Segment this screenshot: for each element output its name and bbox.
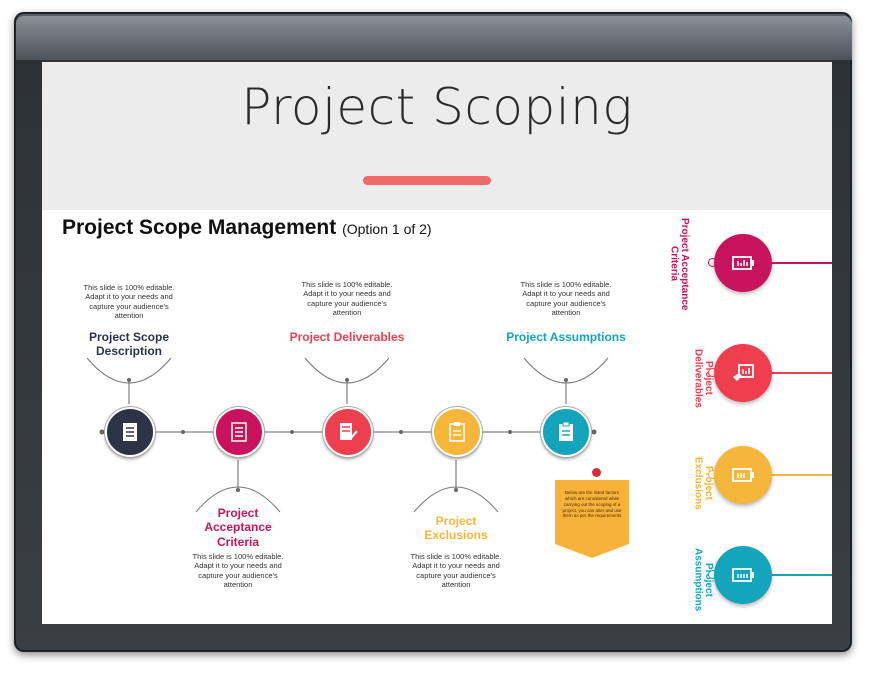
battery-icon: [732, 468, 754, 482]
label-scope-description: Project Scope Description: [88, 330, 170, 359]
panel-circle-assumptions: [714, 546, 772, 604]
device-top-bar: [16, 16, 852, 60]
slide-heading-text: Project Scope Management: [62, 216, 337, 239]
sticky-note-text: Below are the listed factors which are c…: [562, 490, 622, 519]
desc-scope-description: This slide is 100% editable. Adapt it to…: [83, 283, 175, 321]
label-assumptions: Project Assumptions: [506, 330, 626, 344]
panel-circle-exclusions: [714, 446, 772, 504]
timeline-node-deliverables: [323, 407, 373, 457]
document-icon: [123, 423, 137, 441]
page-title: Project Scoping: [241, 78, 633, 136]
slide-screen: Project Scoping Project Scope Management…: [42, 62, 832, 624]
clipboard-list-icon: [559, 421, 573, 441]
checklist-icon: [231, 422, 247, 442]
desc-exclusions: This slide is 100% editable. Adapt it to…: [410, 552, 502, 590]
sticky-note: Below are the listed factors which are c…: [555, 480, 629, 558]
title-accent-bar: [363, 176, 491, 185]
slide-content: Project Scope Management (Option 1 of 2): [42, 210, 648, 624]
label-acceptance-criteria: Project Acceptance Criteria: [204, 506, 272, 549]
pin-icon: [592, 468, 601, 477]
desc-assumptions: This slide is 100% editable. Adapt it to…: [520, 280, 612, 318]
desc-deliverables: This slide is 100% editable. Adapt it to…: [301, 280, 393, 318]
timeline-node-exclusions: [432, 407, 482, 457]
panel-label-exclusions: Project Exclusions: [692, 456, 715, 510]
panel-label-deliverables: Project Deliverables: [692, 348, 715, 408]
timeline-node-acceptance-criteria: [214, 407, 264, 457]
clipboard-icon: [449, 422, 465, 442]
battery-icon: [732, 256, 754, 270]
battery-icon: [732, 568, 754, 582]
slide-heading: Project Scope Management (Option 1 of 2): [62, 216, 432, 240]
timeline-node-assumptions: [541, 407, 591, 457]
panel-circle-deliverables: [714, 344, 772, 402]
slide-subheading: (Option 1 of 2): [342, 221, 432, 237]
hand-chart-icon: [733, 364, 754, 381]
document-check-icon: [340, 423, 358, 440]
desc-acceptance-criteria: This slide is 100% editable. Adapt it to…: [192, 552, 284, 590]
timeline-connectors: [86, 357, 609, 513]
title-strip: Project Scoping: [42, 62, 832, 210]
panel-label-assumptions: Project Assumptions: [692, 548, 715, 612]
label-exclusions: Project Exclusions: [424, 514, 488, 543]
right-panel: Project Acceptance Criteria Project Deli…: [648, 210, 832, 624]
label-deliverables: Project Deliverables: [289, 330, 405, 344]
panel-label-acceptance-criteria: Project Acceptance Criteria: [668, 217, 691, 311]
timeline-node-scope-description: [105, 407, 155, 457]
panel-circle-acceptance-criteria: [714, 234, 772, 292]
